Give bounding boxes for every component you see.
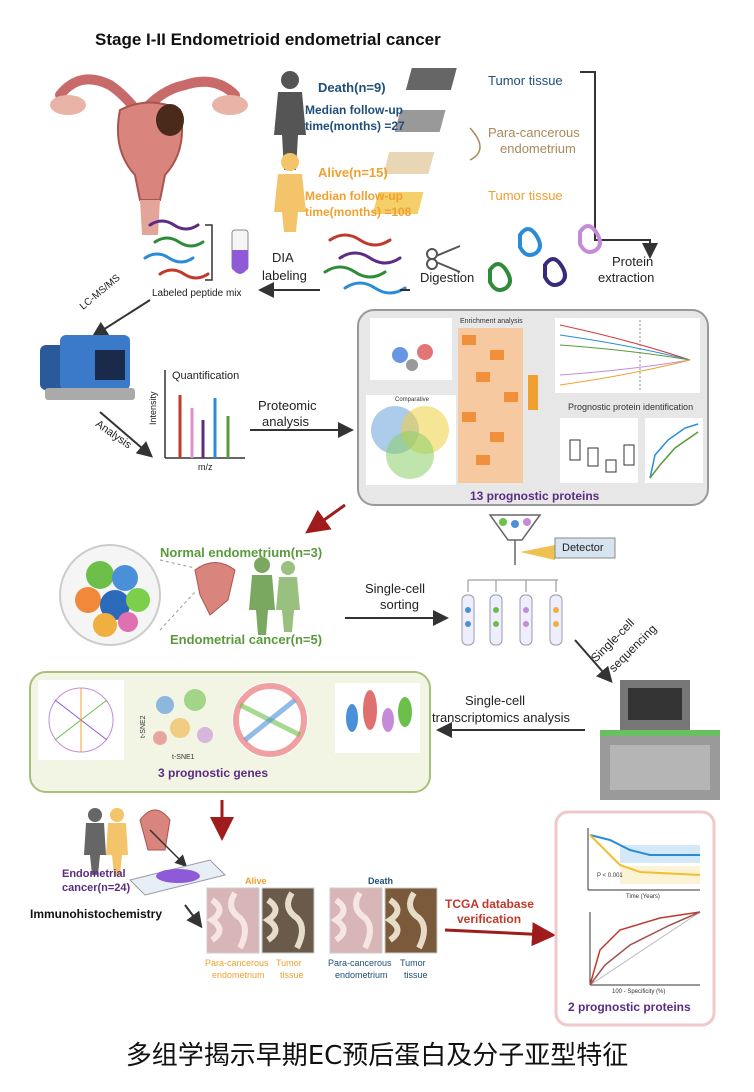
- tumor-tissue-bottom-label: Tumor tissue: [488, 188, 563, 203]
- uterus-small-icon: [194, 562, 236, 616]
- normal-endometrium-label: Normal endometrium(n=3): [160, 545, 323, 560]
- people-green-icon: [249, 557, 300, 635]
- proteomics-footer: 13 prognostic proteins: [470, 489, 600, 503]
- ihc-para-3: Para-cancerous: [328, 958, 392, 968]
- alive-followup-1: Median follow-up: [305, 189, 403, 203]
- venn-diagram: [366, 395, 456, 485]
- genes-footer: 3 prognostic genes: [158, 766, 269, 780]
- tcga-label-2: verification: [457, 912, 522, 926]
- transcriptomics-label-2: transcriptomics analysis: [432, 710, 570, 725]
- death-followup-2: time(months) =27: [305, 119, 405, 133]
- km-survival-plot: [587, 828, 701, 891]
- ihc-para-1: Para-cancerous: [205, 958, 269, 968]
- ihc-people-icon: [84, 808, 128, 875]
- comparative-label: Comparative: [395, 397, 430, 403]
- endometrial-cancer-label: Endometrial cancer(n=5): [170, 632, 323, 647]
- transcriptomics-label-1: Single-cell: [465, 693, 525, 708]
- mass-spectrometer-icon: [40, 335, 135, 400]
- proteomic-label-2: analysis: [262, 414, 309, 429]
- death-label: Death(n=9): [318, 80, 386, 95]
- mz-label: m/z: [198, 462, 213, 472]
- ihc-slide-icon: [129, 859, 226, 896]
- protein-extraction-1: Protein: [612, 254, 654, 269]
- protein-blobs: [488, 224, 602, 292]
- prognostic-id-label: Prognostic protein identification: [568, 402, 694, 412]
- km-xlabel: Time (Years): [626, 894, 660, 900]
- proteomic-label-1: Proteomic: [258, 398, 317, 413]
- lasso-plot: [555, 318, 700, 393]
- figure-title: Stage I-II Endometrioid endometrial canc…: [95, 30, 441, 49]
- sample-tube-icon: [231, 229, 249, 274]
- tissue-slides: [372, 68, 457, 214]
- person-death-icon: [274, 71, 306, 170]
- roc-mini-plot: [645, 418, 703, 483]
- para-cancerous-label-1: Para-cancerous: [488, 125, 580, 140]
- spectrum-plot: [164, 370, 245, 459]
- ihc-tumor-4: tissue: [404, 970, 428, 980]
- cell-cluster-icon: [59, 544, 161, 646]
- person-alive-icon: [274, 153, 306, 232]
- ihc-alive-label: Alive: [245, 876, 267, 886]
- sorting-label-1: Single-cell: [365, 581, 425, 596]
- tsne2-label: t-SNE2: [140, 715, 147, 738]
- protein-extraction-2: extraction: [598, 270, 655, 285]
- dia-label-2: labeling: [262, 268, 307, 283]
- tcga-footer: 2 prognostic proteins: [568, 1000, 691, 1014]
- ihc-cancer-label-1: Endometrial: [62, 868, 126, 880]
- enrichment-label: Enrichment analysis: [460, 318, 523, 325]
- ihc-tumor-1: Tumor: [276, 958, 302, 968]
- ihc-tumor-2: tissue: [280, 970, 304, 980]
- caption: 多组学揭示早期EC预后蛋白及分子亚型特征: [125, 1041, 629, 1071]
- transcriptomics-panel: [29, 671, 431, 793]
- detector-label: Detector: [562, 542, 604, 554]
- roc-curve-plot: [589, 911, 701, 986]
- peptide-squiggles: [143, 219, 407, 295]
- ihc-images: [206, 887, 438, 954]
- dia-label-1: DIA: [272, 250, 294, 265]
- tumor-tissue-top-label: Tumor tissue: [488, 73, 563, 88]
- digestion-label: Digestion: [420, 270, 475, 285]
- roc-xlabel: 100 - Specificity (%): [612, 989, 666, 995]
- death-followup-1: Median follow-up: [305, 103, 403, 117]
- ihc-cancer-label-2: cancer(n=24): [62, 882, 131, 894]
- sorting-tubes: [461, 579, 563, 646]
- chord-diagram: [232, 682, 308, 758]
- quantification-label: Quantification: [172, 370, 240, 382]
- tsne1-label: t-SNE1: [172, 754, 195, 761]
- para-cancerous-label-2: endometrium: [500, 141, 576, 156]
- ihc-para-4: endometrium: [335, 970, 388, 980]
- detector-box: [554, 537, 616, 559]
- uterus-icon: [50, 74, 248, 235]
- ihc-tumor-3: Tumor: [400, 958, 426, 968]
- ihc-uterus-icon: [139, 809, 171, 851]
- sorter-funnel-icon: [488, 514, 555, 565]
- tcga-panel: [554, 810, 716, 1027]
- alive-label: Alive(n=15): [318, 165, 388, 180]
- km-pvalue: P < 0.001: [597, 873, 623, 879]
- sorting-label-2: sorting: [380, 597, 420, 612]
- tcga-label-1: TCGA database: [445, 897, 534, 911]
- tsne-plot: [153, 689, 213, 745]
- ihc-para-2: endometrium: [212, 970, 265, 980]
- intensity-label: Intensity: [148, 391, 158, 425]
- enrichment-heatmap: [458, 328, 538, 483]
- sequencer-icon: [600, 680, 720, 800]
- ihc-label: Immunohistochemistry: [30, 907, 163, 921]
- scissors-icon: [426, 245, 461, 273]
- ihc-death-label: Death: [368, 876, 394, 886]
- boxplot: [560, 418, 638, 483]
- volcano-plot: [370, 318, 452, 380]
- network-plot: [38, 680, 124, 760]
- alive-followup-2: time(months) =108: [305, 205, 412, 219]
- peptide-mix-label: Labeled peptide mix: [152, 288, 242, 299]
- violin-plot: [335, 683, 420, 753]
